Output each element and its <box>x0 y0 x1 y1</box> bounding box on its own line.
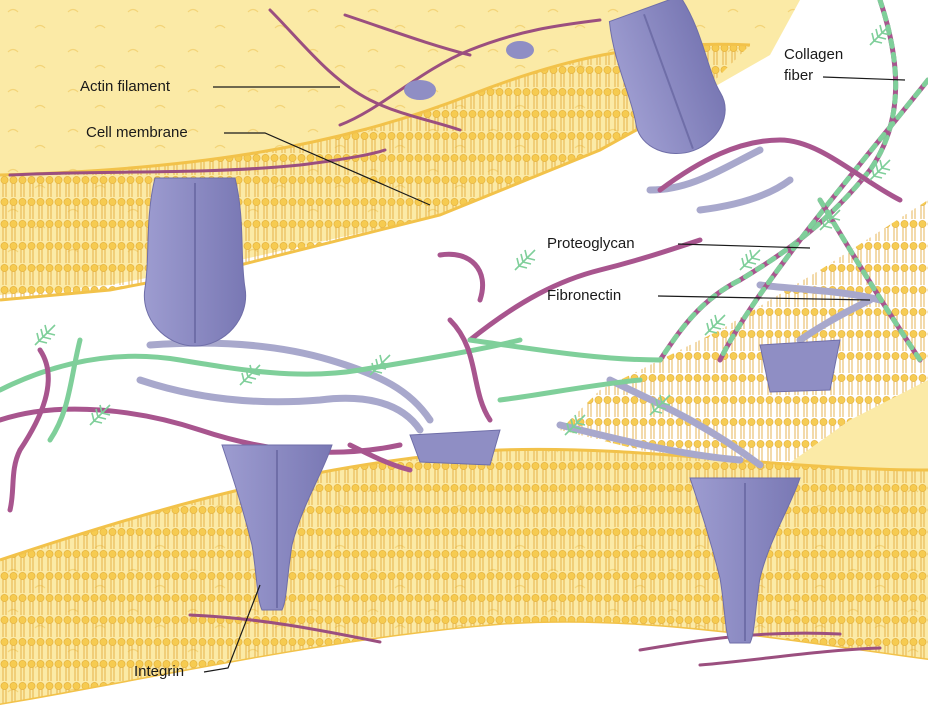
proteoglycan-sprig <box>35 325 55 345</box>
proteoglycan-sprig <box>515 250 535 270</box>
label-cell-membrane: Cell membrane <box>86 124 188 142</box>
label-collagen: Collagen <box>784 46 843 64</box>
fibronectin-strand <box>700 180 790 210</box>
collagen-fiber <box>50 340 80 440</box>
label-integrin: Integrin <box>134 663 184 681</box>
receptor-protein <box>760 340 840 392</box>
collagen-fiber <box>450 320 490 420</box>
proteoglycan-sprig <box>870 25 890 45</box>
label-collagen-fiber: fiber <box>784 67 813 85</box>
leader-collagen-fiber <box>823 77 905 80</box>
integrin-protein <box>144 178 245 346</box>
receptor-protein <box>410 430 500 465</box>
proteoglycan-sprig <box>370 355 390 375</box>
label-proteoglycan: Proteoglycan <box>547 235 635 253</box>
receptor-protein <box>506 41 534 59</box>
collagen-fiber <box>440 254 483 300</box>
collagen-fiber <box>470 340 660 360</box>
label-fibronectin: Fibronectin <box>547 287 621 305</box>
receptor-protein <box>404 80 436 100</box>
label-actin-filament: Actin filament <box>80 78 170 96</box>
